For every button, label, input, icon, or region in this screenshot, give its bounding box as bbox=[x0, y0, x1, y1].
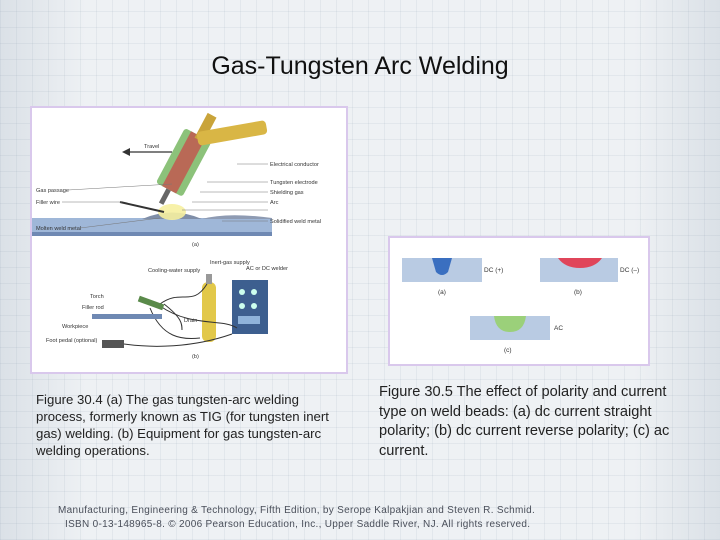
bead-c bbox=[494, 316, 526, 332]
bead-b bbox=[558, 258, 602, 268]
label-gas-passage: Gas passage bbox=[36, 188, 69, 194]
slide-title: Gas-Tungsten Arc Welding bbox=[211, 52, 509, 80]
gtaw-diagram: Travel Electrical conductor Tungsten ele… bbox=[32, 112, 321, 360]
label-foot-pedal: Foot pedal (optional) bbox=[46, 338, 97, 344]
label-workpiece: Workpiece bbox=[62, 324, 88, 330]
label-tungsten-electrode: Tungsten electrode bbox=[270, 180, 318, 186]
figure-30-4-image: Travel Electrical conductor Tungsten ele… bbox=[30, 106, 348, 374]
footer-line-1: Manufacturing, Engineering & Technology,… bbox=[58, 505, 536, 516]
label-drain: Drain bbox=[184, 318, 197, 324]
label-molten-weld-metal: Molten weld metal bbox=[36, 226, 81, 232]
label-ac-or-dc-welder: AC or DC welder bbox=[246, 266, 288, 272]
label-arc: Arc bbox=[270, 200, 279, 206]
label-panel-b-305: (b) bbox=[574, 289, 582, 296]
weld-bead-diagram: DC (+) (a) DC (–) (b) AC (c) bbox=[402, 258, 639, 354]
label-inert-gas-supply: Inert-gas supply bbox=[210, 260, 250, 266]
label-torch: Torch bbox=[90, 294, 104, 300]
label-dc-reverse: DC (–) bbox=[620, 267, 639, 274]
label-dc-straight: DC (+) bbox=[484, 267, 503, 274]
label-panel-c-305: (c) bbox=[504, 347, 512, 354]
label-panel-b: (b) bbox=[192, 354, 199, 360]
label-panel-a-305: (a) bbox=[438, 289, 446, 296]
label-filler-wire: Filler wire bbox=[36, 200, 60, 206]
figure-30-5-caption: Figure 30.5 The effect of polarity and c… bbox=[379, 384, 670, 459]
label-travel: Travel bbox=[144, 144, 159, 150]
figure-30-5-image: DC (+) (a) DC (–) (b) AC (c) bbox=[388, 236, 650, 366]
footer-line-2: ISBN 0-13-148965-8. © 2006 Pearson Educa… bbox=[65, 519, 531, 530]
label-electrical-conductor: Electrical conductor bbox=[270, 162, 319, 168]
label-cooling-water-supply: Cooling-water supply bbox=[148, 268, 200, 274]
figure-30-4-caption: Figure 30.4 (a) The gas tungsten-arc wel… bbox=[36, 392, 329, 458]
label-panel-a: (a) bbox=[192, 242, 199, 248]
footer-citation: Manufacturing, Engineering & Technology,… bbox=[58, 504, 618, 532]
label-shielding-gas: Shielding gas bbox=[270, 190, 304, 196]
bead-a bbox=[432, 258, 452, 275]
label-filler-rod: Filler rod bbox=[82, 305, 104, 311]
label-solidified-weld-metal: Solidified weld metal bbox=[270, 219, 321, 225]
label-ac: AC bbox=[554, 325, 563, 332]
